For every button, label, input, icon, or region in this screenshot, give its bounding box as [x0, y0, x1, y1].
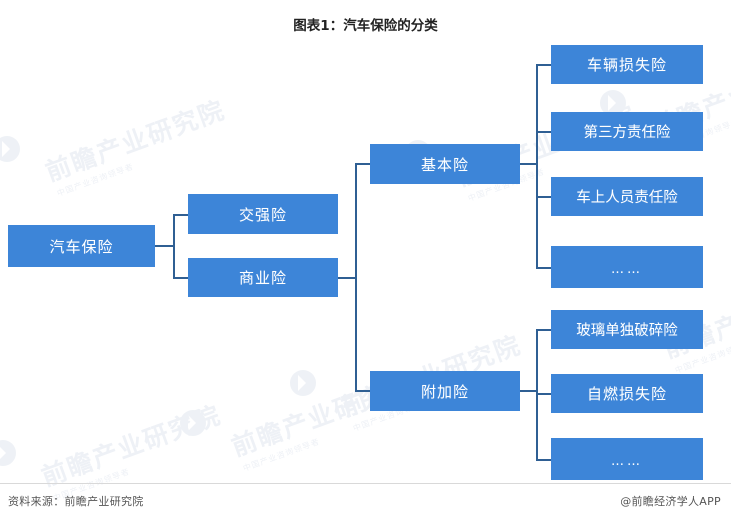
node-root-qichebaoxian[interactable]: 汽车保险 — [8, 225, 155, 267]
connector-to-basic-ellipsis — [536, 267, 552, 269]
watermark-logo — [180, 410, 206, 436]
watermark: 前瞻产业研究院 中国产业咨询领导者 — [36, 395, 230, 505]
node-label: 自燃损失险 — [586, 385, 667, 403]
watermark-main-text: 前瞻产业研究院 — [41, 95, 230, 187]
connector-to-cheliangsunshixian — [536, 64, 552, 66]
node-label: 车上人员责任险 — [576, 190, 678, 206]
node-jibenxian[interactable]: 基本险 — [370, 144, 520, 184]
node-cheliangsunshixian[interactable]: 车辆损失险 — [551, 45, 703, 84]
node-label: 第三方责任险 — [583, 125, 671, 141]
connector-jibenxian-bus — [536, 64, 538, 269]
node-label: 车辆损失险 — [586, 56, 667, 74]
chart-title: 图表1：汽车保险的分类 — [293, 18, 438, 34]
node-boliposuixian[interactable]: 玻璃单独破碎险 — [551, 310, 703, 349]
connector-to-disanfangzerenxian — [536, 131, 552, 133]
node-label: 附加险 — [420, 382, 469, 401]
connector-to-ziransunshixian — [536, 393, 552, 395]
connector-shangyexian-stub — [338, 277, 357, 279]
node-label: 基本险 — [420, 155, 469, 174]
node-cheshangrenyuanzerenxian[interactable]: 车上人员责任险 — [551, 177, 703, 216]
connector-root-bus — [173, 214, 175, 278]
watermark-sub-text: 中国产业咨询领导者 — [55, 161, 136, 199]
node-jiaoqiangxian[interactable]: 交强险 — [188, 194, 338, 234]
node-label: …… — [611, 453, 643, 469]
node-label: 交强险 — [238, 205, 287, 224]
app-attribution-text: @前瞻经济学人APP — [620, 495, 721, 508]
connector-fujiaxian-stub — [520, 390, 538, 392]
connector-to-cheshangrenyuanzerenxian — [536, 196, 552, 198]
connector-to-boliposuixian — [536, 329, 552, 331]
node-label: 玻璃单独破碎险 — [576, 323, 678, 339]
node-label: 商业险 — [238, 269, 287, 287]
node-additional-ellipsis[interactable]: …… — [551, 438, 703, 480]
watermark-sub-text: 中国产业咨询领导者 — [241, 436, 322, 474]
connector-to-jiaoqiangxian — [173, 214, 189, 216]
connector-to-additional-ellipsis — [536, 459, 552, 461]
node-label: …… — [611, 261, 643, 277]
node-ziransunshixian[interactable]: 自燃损失险 — [551, 374, 703, 413]
connector-fujiaxian-bus — [536, 329, 538, 461]
node-disanfangzerenxian[interactable]: 第三方责任险 — [551, 112, 703, 151]
node-basic-ellipsis[interactable]: …… — [551, 246, 703, 288]
watermark-logo — [0, 136, 20, 162]
connector-to-fujiaxian — [355, 390, 371, 392]
connector-shangyexian-bus — [355, 163, 357, 392]
node-shangyexian[interactable]: 商业险 — [188, 258, 338, 297]
source-text: 资料来源：前瞻产业研究院 — [8, 495, 144, 508]
watermark-logo — [0, 440, 16, 466]
footer-divider — [0, 483, 731, 484]
watermark-logo — [290, 370, 316, 396]
connector-to-jibenxian — [355, 163, 371, 165]
node-label: 汽车保险 — [49, 237, 114, 256]
connector-to-shangyexian — [173, 277, 189, 279]
connector-root-stub — [155, 245, 174, 247]
node-fujiaxian[interactable]: 附加险 — [370, 371, 520, 411]
connector-jibenxian-stub — [520, 163, 538, 165]
watermark-main-text: 前瞻产业研究院 — [37, 400, 226, 492]
watermark: 前瞻产业研究院 中国产业咨询领导者 — [40, 90, 234, 200]
